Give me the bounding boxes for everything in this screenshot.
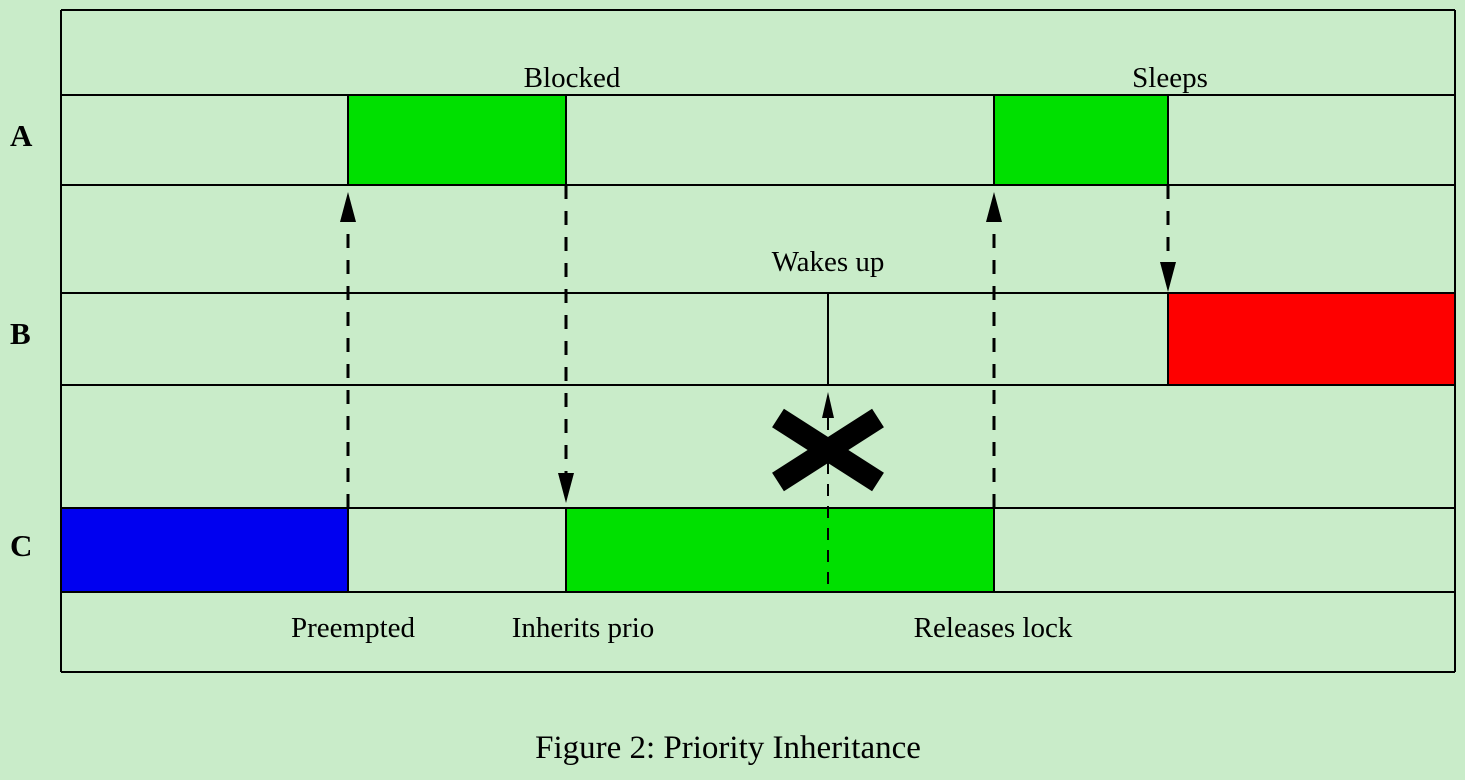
wakes-up-arrowhead-up [822, 392, 834, 418]
annotation-inherits-prio: Inherits prio [511, 612, 655, 644]
inherits-prio-arrowhead-down [558, 473, 574, 503]
preempted-arrowhead-up [340, 192, 356, 222]
bar-task-a-running-2 [993, 94, 1169, 186]
releases-lock-arrowhead-up [986, 192, 1002, 222]
annotation-blocked: Blocked [523, 62, 621, 94]
blocked-cross-icon [772, 408, 884, 492]
event-arrowheads [340, 192, 1176, 503]
row-label-a: A [10, 118, 33, 153]
grid-frame [60, 10, 1456, 672]
bar-task-a-running-1 [347, 94, 567, 186]
annotation-sleeps: Sleeps [1132, 62, 1208, 94]
row-label-c: C [10, 528, 33, 563]
figure-caption: Figure 2: Priority Inheritance [535, 730, 921, 766]
bar-task-c-running [60, 507, 349, 593]
row-label-b: B [10, 316, 31, 351]
annotation-wakes-up: Wakes up [771, 246, 885, 278]
sleeps-arrowhead-down [1160, 262, 1176, 292]
grid-horizontal-lines [61, 9, 1455, 673]
bar-task-c-inherited [565, 507, 995, 593]
annotation-releases-lock: Releases lock [913, 612, 1073, 644]
annotation-preempted: Preempted [290, 612, 416, 644]
bar-task-b-running [1167, 292, 1456, 386]
